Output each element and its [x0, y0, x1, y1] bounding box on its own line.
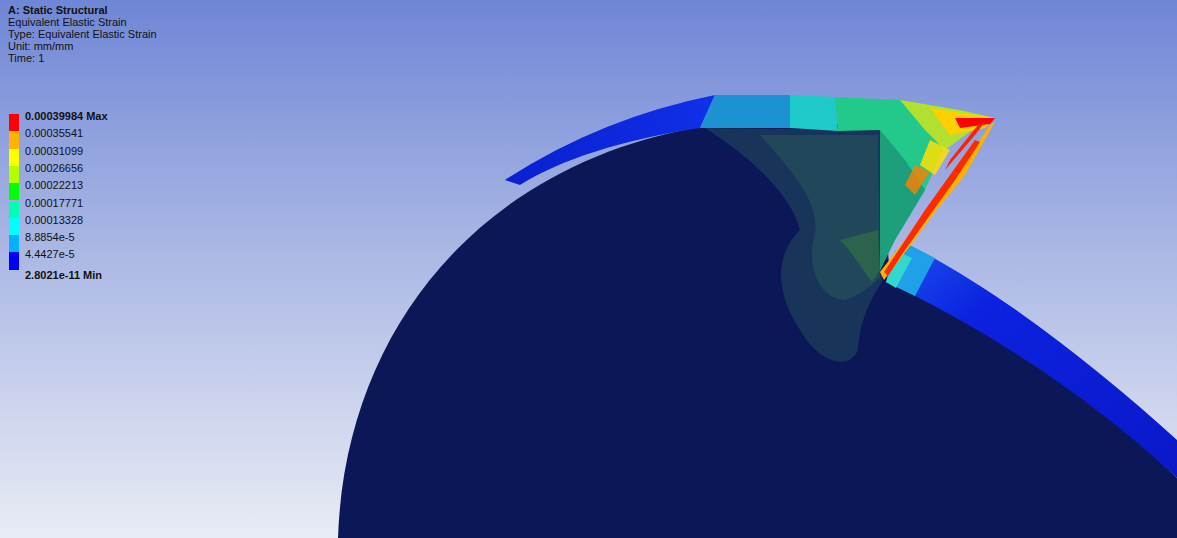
stress-lobe-inner: [760, 135, 880, 300]
legend-value: 0.00017771: [25, 197, 83, 210]
legend-value: 0.00035541: [25, 127, 83, 140]
mid-strain: [905, 165, 930, 195]
header-text: Unit: mm/mm: [8, 40, 73, 53]
legend-swatch: [9, 149, 19, 166]
legend-swatch: [9, 166, 19, 183]
legend-swatch: [9, 218, 19, 235]
header-text: Equivalent Elastic Strain: [8, 16, 127, 29]
legend-swatch: [9, 114, 19, 131]
rim-root-band: [886, 243, 935, 296]
header-text: Type: Equivalent Elastic Strain: [8, 28, 157, 41]
legend-swatch: [9, 183, 19, 200]
legend-value: 0.00039984 Max: [25, 110, 108, 123]
edge-strain: [884, 140, 980, 276]
legend-swatch: [9, 252, 19, 269]
legend-swatch: [9, 235, 19, 252]
header-text: A: Static Structural: [8, 4, 108, 17]
legend-min-label: 2.8021e-11 Min: [25, 269, 102, 282]
legend-value: 0.00026656: [25, 162, 83, 175]
blade-hot: [930, 108, 995, 135]
rim-left: [505, 95, 715, 185]
legend-value: 4.4427e-5: [25, 248, 75, 261]
disc-body: [338, 123, 1177, 538]
edge-strain: [880, 122, 995, 280]
header-text: Time: 1: [8, 52, 44, 65]
stress-lobe: [705, 128, 882, 362]
legend-swatch: [9, 201, 19, 218]
blade-band: [700, 95, 790, 128]
legend-value: 0.00022213: [25, 179, 83, 192]
legend-swatch: [9, 131, 19, 148]
legend-value: 8.8854e-5: [25, 231, 75, 244]
blade-band: [790, 95, 838, 131]
legend-value: 0.00031099: [25, 145, 83, 158]
legend-value: 0.00013328: [25, 214, 83, 227]
stress-lobe-core: [840, 230, 880, 282]
rim-right: [886, 243, 1177, 478]
